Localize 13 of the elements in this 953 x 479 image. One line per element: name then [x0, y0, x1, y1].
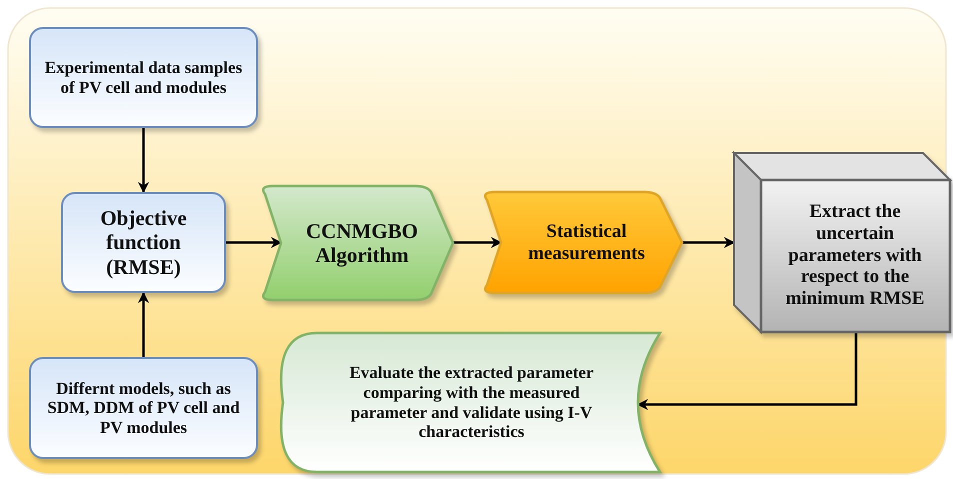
input-box — [29, 27, 258, 128]
node-label: Extract the uncertain parameters with respect to the minimum RMSE — [784, 200, 926, 310]
node-label: CCNMGBO Algorithm — [305, 218, 419, 268]
node-label: Differnt models, such as SDM, DDM of PV cell and PV modules — [46, 378, 241, 438]
node-label: Statistical measurements — [527, 220, 646, 264]
arrow — [682, 236, 736, 248]
node-label: Experimental data samples of PV cell and modules — [44, 58, 244, 98]
node-label: Objective function (RMSE) — [99, 206, 188, 279]
process-box — [61, 192, 226, 293]
arrow — [138, 292, 150, 357]
input-box — [29, 357, 258, 459]
node-label: Evaluate the extracted parameter comparing with the measured parameter and validate using I-V characteristics — [348, 363, 595, 442]
arrow — [138, 128, 150, 194]
